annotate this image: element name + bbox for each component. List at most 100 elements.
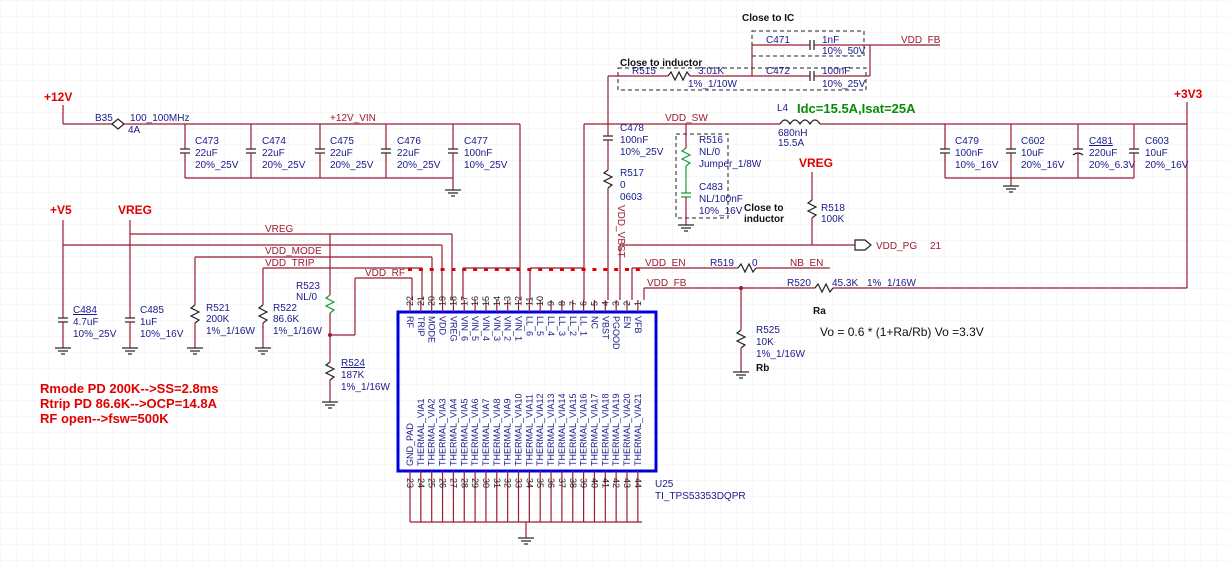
pin-number: 23: [405, 478, 415, 488]
net-vdd-vbst: VDD_VBST: [615, 205, 626, 258]
pin-name: GND_PAD: [405, 423, 415, 466]
note-rmode: Rmode PD 200K-->SS=2.8ms: [40, 381, 218, 396]
pin-number: 12: [514, 296, 524, 306]
pin-name: LL_1: [579, 316, 589, 336]
svg-text:C473: C473: [195, 136, 219, 147]
pin-number: 32: [503, 478, 513, 488]
pin-number: 10: [535, 296, 545, 306]
svg-text:3.01K: 3.01K: [698, 66, 724, 77]
dashed-box-r515-c472: [617, 67, 867, 91]
pin-name: THERMAL_VIA8: [492, 398, 502, 466]
offpage-connector-vdd-pg: [854, 239, 872, 251]
output-capacitors: C479 100nF 10%_16V C602 10uF 20%_16V C48…: [940, 124, 1189, 193]
pin-number: 38: [568, 478, 578, 488]
capacitor-c602: C602 10uF 20%_16V: [1006, 124, 1065, 178]
ic-pin-top: 9LL_4: [546, 268, 556, 336]
rail-12v-label: +12V: [44, 90, 72, 104]
svg-text:22uF: 22uF: [262, 148, 285, 159]
svg-text:C477: C477: [464, 136, 488, 147]
pin-name: THERMAL_VIA21: [633, 393, 643, 466]
pin-number: 19: [438, 296, 448, 306]
svg-text:NL/0: NL/0: [296, 292, 318, 303]
pin-name: LL_4: [546, 316, 556, 336]
input-capacitors: C473 22uF 20%_25V C474 22uF 20%_25V C475…: [180, 124, 508, 197]
ic-pin-top: 5NC: [589, 268, 599, 329]
svg-text:680nH: 680nH: [778, 128, 807, 139]
svg-text:10%_50V: 10%_50V: [822, 46, 866, 57]
pin-number: 33: [514, 478, 524, 488]
resistor-r523: R523 NL/0: [296, 281, 336, 314]
net-vdd-sw: VDD_SW: [665, 113, 708, 124]
pin-number: 41: [600, 478, 610, 488]
net-vdd-pg: VDD_PG: [876, 241, 917, 252]
pin-number: 22: [405, 296, 415, 306]
pin-number: 13: [503, 296, 513, 306]
capacitor-c476: C476 22uF 20%_25V: [381, 124, 441, 178]
pin-name: VIN_6: [459, 316, 469, 341]
pin-number: 3: [611, 301, 621, 306]
ic-pin-bottom: 23 GND_PAD: [405, 423, 415, 522]
pin-name: LL_3: [557, 316, 567, 336]
pin-name: THERMAL_VIA9: [503, 398, 513, 466]
pin-number: 24: [416, 478, 426, 488]
svg-text:C484: C484: [73, 305, 97, 316]
net-vdd-fb-top: VDD_FB: [901, 35, 941, 46]
svg-text:R525: R525: [756, 325, 780, 336]
label-rb: Rb: [756, 363, 769, 374]
pin-number: 20: [427, 296, 437, 306]
svg-text:100nF: 100nF: [822, 66, 850, 77]
net-vdd-mode-ref: VDD_MODE: [265, 246, 322, 257]
pin-name: THERMAL_VIA17: [589, 393, 599, 466]
svg-text:C475: C475: [330, 136, 354, 147]
ground-symbol-ic: [518, 537, 534, 545]
pin-name: VFB: [633, 316, 643, 334]
ground-symbol-input: [445, 189, 461, 197]
pin-number: 43: [622, 478, 632, 488]
net-vdd-rf: VDD_RF: [365, 268, 405, 279]
pin-number: 40: [589, 478, 599, 488]
pin-number: 25: [427, 478, 437, 488]
pin-name: THERMAL_VIA15: [568, 393, 578, 466]
ground-symbol-r525: [733, 371, 749, 379]
pin-number: 15: [481, 296, 491, 306]
pin-number: 8: [557, 301, 567, 306]
pin-name: EN: [622, 316, 632, 329]
svg-text:10%_16V: 10%_16V: [140, 329, 184, 340]
pin-name: THERMAL_VIA13: [546, 393, 556, 466]
pin-name: THERMAL_VIA4: [448, 398, 458, 466]
rail-vreg-left: VREG: [118, 203, 152, 217]
capacitor-c603: C603 10uF 20%_16V: [1129, 124, 1189, 178]
resistor-r521: R521 200K 1%_1/16W: [189, 303, 255, 337]
svg-text:1%_1/16W: 1%_1/16W: [341, 382, 390, 393]
note-close-to-inductor-2a: Close to: [744, 203, 783, 214]
svg-text:R517: R517: [620, 168, 644, 179]
svg-text:C483: C483: [699, 182, 723, 193]
pin-number: 6: [579, 301, 589, 306]
svg-text:1%_1/10W: 1%_1/10W: [688, 79, 737, 90]
note-rf: RF open-->fsw=500K: [40, 411, 169, 426]
inductor-rating-note: Idc=15.5A,Isat=25A: [797, 101, 916, 116]
ground-symbol-c485: [122, 347, 138, 355]
svg-text:0: 0: [752, 258, 758, 269]
rail-vreg-pgood: VREG: [799, 156, 833, 170]
pin-name: MODE: [427, 316, 437, 343]
svg-text:100nF: 100nF: [955, 148, 983, 159]
resistor-r516: R516 NL/0 Jumper_1/8W: [680, 135, 762, 170]
svg-text:100nF: 100nF: [620, 135, 648, 146]
svg-text:NL/0: NL/0: [699, 147, 721, 158]
ic-pin-bottom: 38 THERMAL_VIA15: [568, 393, 578, 522]
pin-name: THERMAL_VIA5: [459, 398, 469, 466]
svg-text:22uF: 22uF: [330, 148, 353, 159]
net-vdd-trip: VDD_TRIP: [265, 258, 315, 269]
ic-bottom-pins: 23GND_PAD24THERMAL_VIA125THERMAL_VIA226T…: [405, 393, 643, 522]
